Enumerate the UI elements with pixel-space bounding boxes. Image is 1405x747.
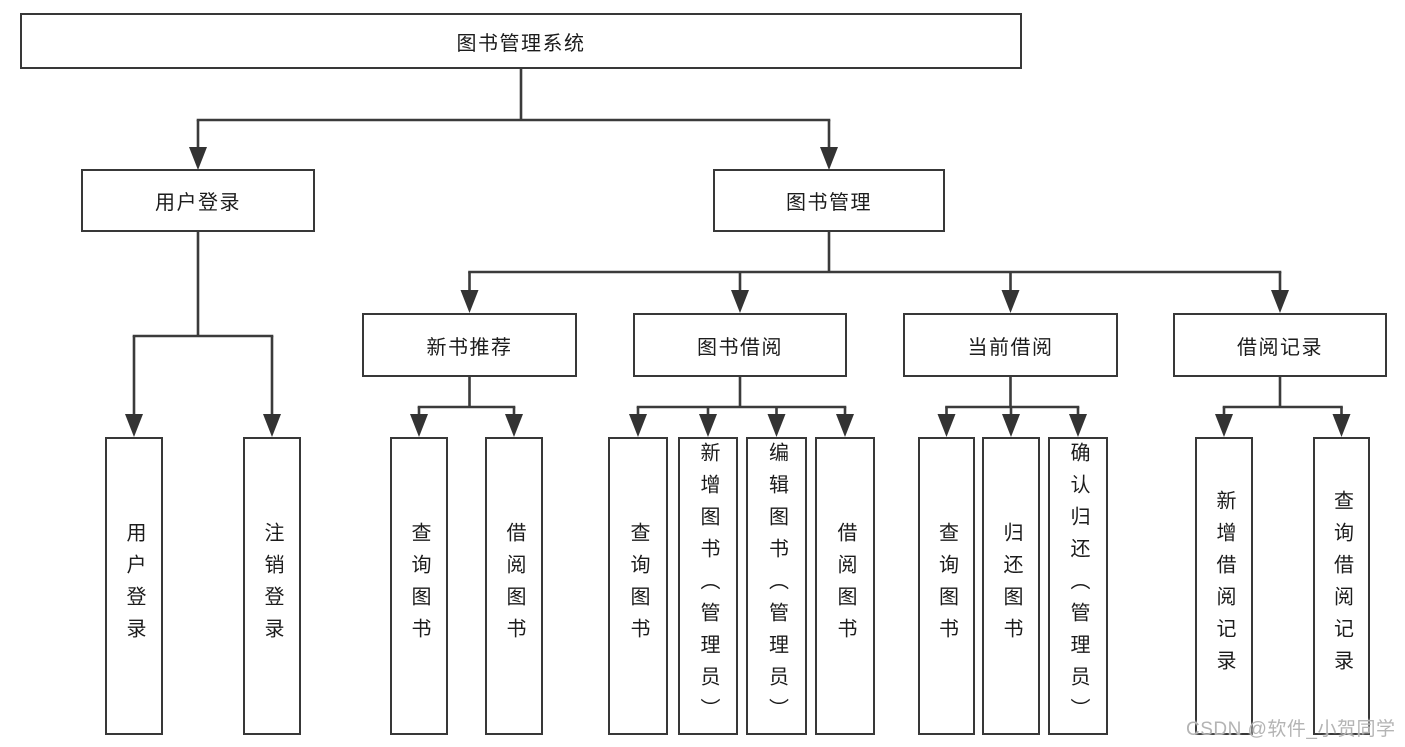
connector xyxy=(410,377,523,437)
arrowhead-down-icon xyxy=(937,414,956,437)
connector xyxy=(629,377,854,437)
arrowhead-down-icon xyxy=(767,414,786,437)
leaf-query-books-current: 查询图书 xyxy=(918,437,975,735)
connector xyxy=(937,377,1087,437)
node-current-borrowing: 当前借阅 xyxy=(903,313,1118,377)
leaf-add-borrow-record: 新增借阅记录 xyxy=(1195,437,1253,735)
leaf-return-books: 归还图书 xyxy=(982,437,1040,735)
leaf-add-books-admin: 新增图书（管理员） xyxy=(678,437,738,735)
csdn-watermark: CSDN @软件_小贺同学 xyxy=(1186,719,1396,740)
arrowhead-down-icon xyxy=(460,290,479,313)
node-library-management-system: 图书管理系统 xyxy=(20,13,1022,69)
leaf-edit-books-admin: 编辑图书（管理员） xyxy=(746,437,807,735)
arrowhead-down-icon xyxy=(1069,414,1087,437)
leaf-logout: 注销登录 xyxy=(243,437,301,735)
connector xyxy=(1215,377,1351,437)
arrowhead-down-icon xyxy=(189,147,207,170)
node-new-book-recommend: 新书推荐 xyxy=(362,313,577,377)
node-user-login: 用户登录 xyxy=(81,169,315,232)
leaf-confirm-return-admin: 确认归还（管理员） xyxy=(1048,437,1108,735)
node-book-borrowing: 图书借阅 xyxy=(633,313,847,377)
arrowhead-down-icon xyxy=(1001,290,1020,313)
leaf-query-books-recommend: 查询图书 xyxy=(390,437,448,735)
leaf-query-books-borrowing: 查询图书 xyxy=(608,437,668,735)
connector xyxy=(125,232,281,437)
arrowhead-down-icon xyxy=(699,414,717,437)
arrowhead-down-icon xyxy=(505,414,523,437)
arrowhead-down-icon xyxy=(1215,414,1233,437)
arrowhead-down-icon xyxy=(1332,414,1351,437)
arrowhead-down-icon xyxy=(836,414,854,437)
arrowhead-down-icon xyxy=(125,414,143,437)
node-borrowing-records: 借阅记录 xyxy=(1173,313,1387,377)
arrowhead-down-icon xyxy=(1271,290,1289,313)
arrowhead-down-icon xyxy=(629,414,647,437)
arrowhead-down-icon xyxy=(820,147,838,170)
arrowhead-down-icon xyxy=(410,414,428,437)
leaf-borrow-books: 借阅图书 xyxy=(815,437,875,735)
leaf-user-login: 用户登录 xyxy=(105,437,163,735)
leaf-borrow-books-recommend: 借阅图书 xyxy=(485,437,543,735)
connector xyxy=(460,232,1289,313)
arrowhead-down-icon xyxy=(263,414,281,437)
arrowhead-down-icon xyxy=(1002,414,1020,437)
arrowhead-down-icon xyxy=(731,290,749,313)
leaf-query-borrow-record: 查询借阅记录 xyxy=(1313,437,1370,735)
connector xyxy=(189,69,838,170)
node-book-management: 图书管理 xyxy=(713,169,945,232)
